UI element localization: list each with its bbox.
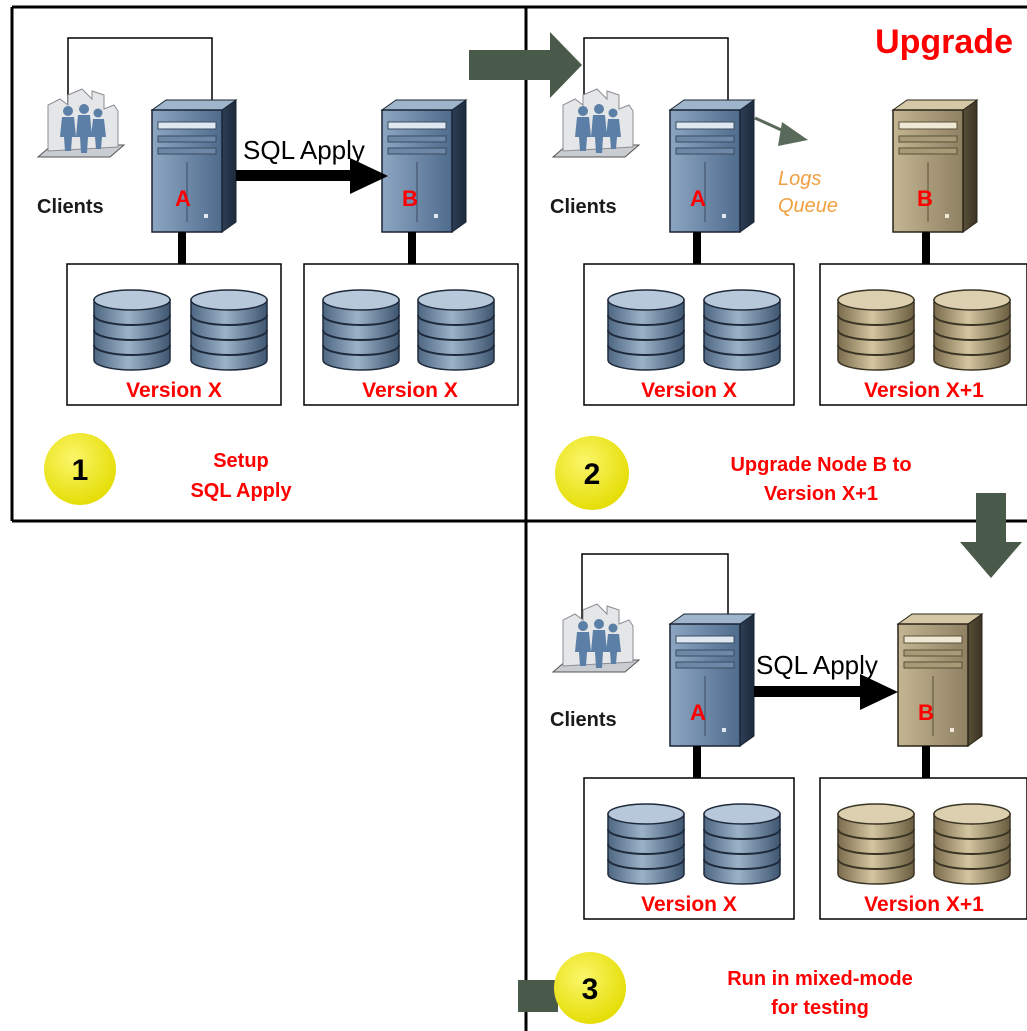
connector-a — [693, 746, 701, 778]
logs-label: Logs — [778, 168, 821, 190]
version-label-a: Version X — [126, 379, 222, 402]
version-label-b: Version X — [362, 379, 458, 402]
queue-label: Queue — [778, 195, 838, 217]
disk-icon — [607, 289, 685, 371]
connector-a — [178, 232, 186, 264]
step-1-line2: SQL Apply — [190, 480, 292, 502]
connector-b — [408, 232, 416, 264]
version-label-a: Version X — [641, 379, 737, 402]
step-1-number: 1 — [72, 454, 89, 487]
step-2-line2: Version X+1 — [764, 483, 878, 505]
flow-arrow-stub — [518, 980, 558, 1012]
disk-icon — [933, 803, 1011, 885]
server-a-icon — [151, 99, 237, 233]
clients-icon — [552, 88, 640, 158]
version-label-b: Version X+1 — [864, 379, 984, 402]
node-b-label: B — [918, 700, 934, 725]
server-a-icon — [669, 613, 755, 747]
flow-arrow-down — [960, 493, 1022, 578]
panel-2: Upgrade Clients A Logs Queue B Version X… — [550, 23, 1027, 510]
sql-apply-label: SQL Apply — [243, 135, 365, 165]
logs-queue-arrow — [754, 116, 808, 146]
client-link-line — [67, 37, 213, 115]
node-a-label: A — [175, 186, 191, 211]
node-a-label: A — [690, 186, 706, 211]
step-2-number: 2 — [584, 458, 601, 491]
node-b-label: B — [402, 186, 418, 211]
panel-3: Clients A SQL Apply B Version X Version … — [518, 553, 1027, 1024]
clients-icon — [37, 88, 125, 158]
step-1-badge — [44, 433, 116, 505]
version-label-b: Version X+1 — [864, 893, 984, 916]
disk-icon — [837, 803, 915, 885]
sql-apply-arrow — [236, 158, 388, 194]
sql-apply-label: SQL Apply — [756, 650, 878, 680]
connector-b — [922, 746, 930, 778]
disk-icon — [607, 803, 685, 885]
clients-label: Clients — [550, 709, 617, 731]
server-b-icon — [892, 99, 978, 233]
step-2-badge — [555, 436, 629, 510]
version-label-a: Version X — [641, 893, 737, 916]
disk-icon — [417, 289, 495, 371]
connector-a — [693, 232, 701, 264]
client-link-line — [581, 553, 729, 630]
clients-label: Clients — [37, 196, 104, 218]
disk-icon — [703, 289, 781, 371]
disk-icon — [837, 289, 915, 371]
disk-icon — [322, 289, 400, 371]
upgrade-title: Upgrade — [875, 23, 1013, 61]
connector-b — [922, 232, 930, 264]
disk-icon — [93, 289, 171, 371]
step-3-number: 3 — [582, 973, 599, 1006]
client-link-line — [583, 37, 729, 115]
step-3-line1: Run in mixed-mode — [727, 968, 913, 990]
node-a-label: A — [690, 700, 706, 725]
disk-icon — [703, 803, 781, 885]
flow-arrow-right — [469, 32, 582, 98]
disk-icon — [933, 289, 1011, 371]
step-2-line1: Upgrade Node B to — [730, 454, 911, 476]
step-1-line1: Setup — [213, 450, 269, 472]
node-b-label: B — [917, 186, 933, 211]
frame-lines — [10, 5, 1027, 1031]
server-b-icon — [381, 99, 467, 233]
step-3-line2: for testing — [771, 997, 869, 1019]
server-a-icon — [669, 99, 755, 233]
panel-1: Clients A B SQL Apply Version X Version … — [37, 37, 519, 505]
clients-icon — [552, 603, 640, 673]
server-b-icon — [897, 613, 983, 747]
clients-label: Clients — [550, 196, 617, 218]
sql-apply-arrow — [754, 674, 898, 710]
disk-icon — [190, 289, 268, 371]
step-3-badge — [554, 952, 626, 1024]
